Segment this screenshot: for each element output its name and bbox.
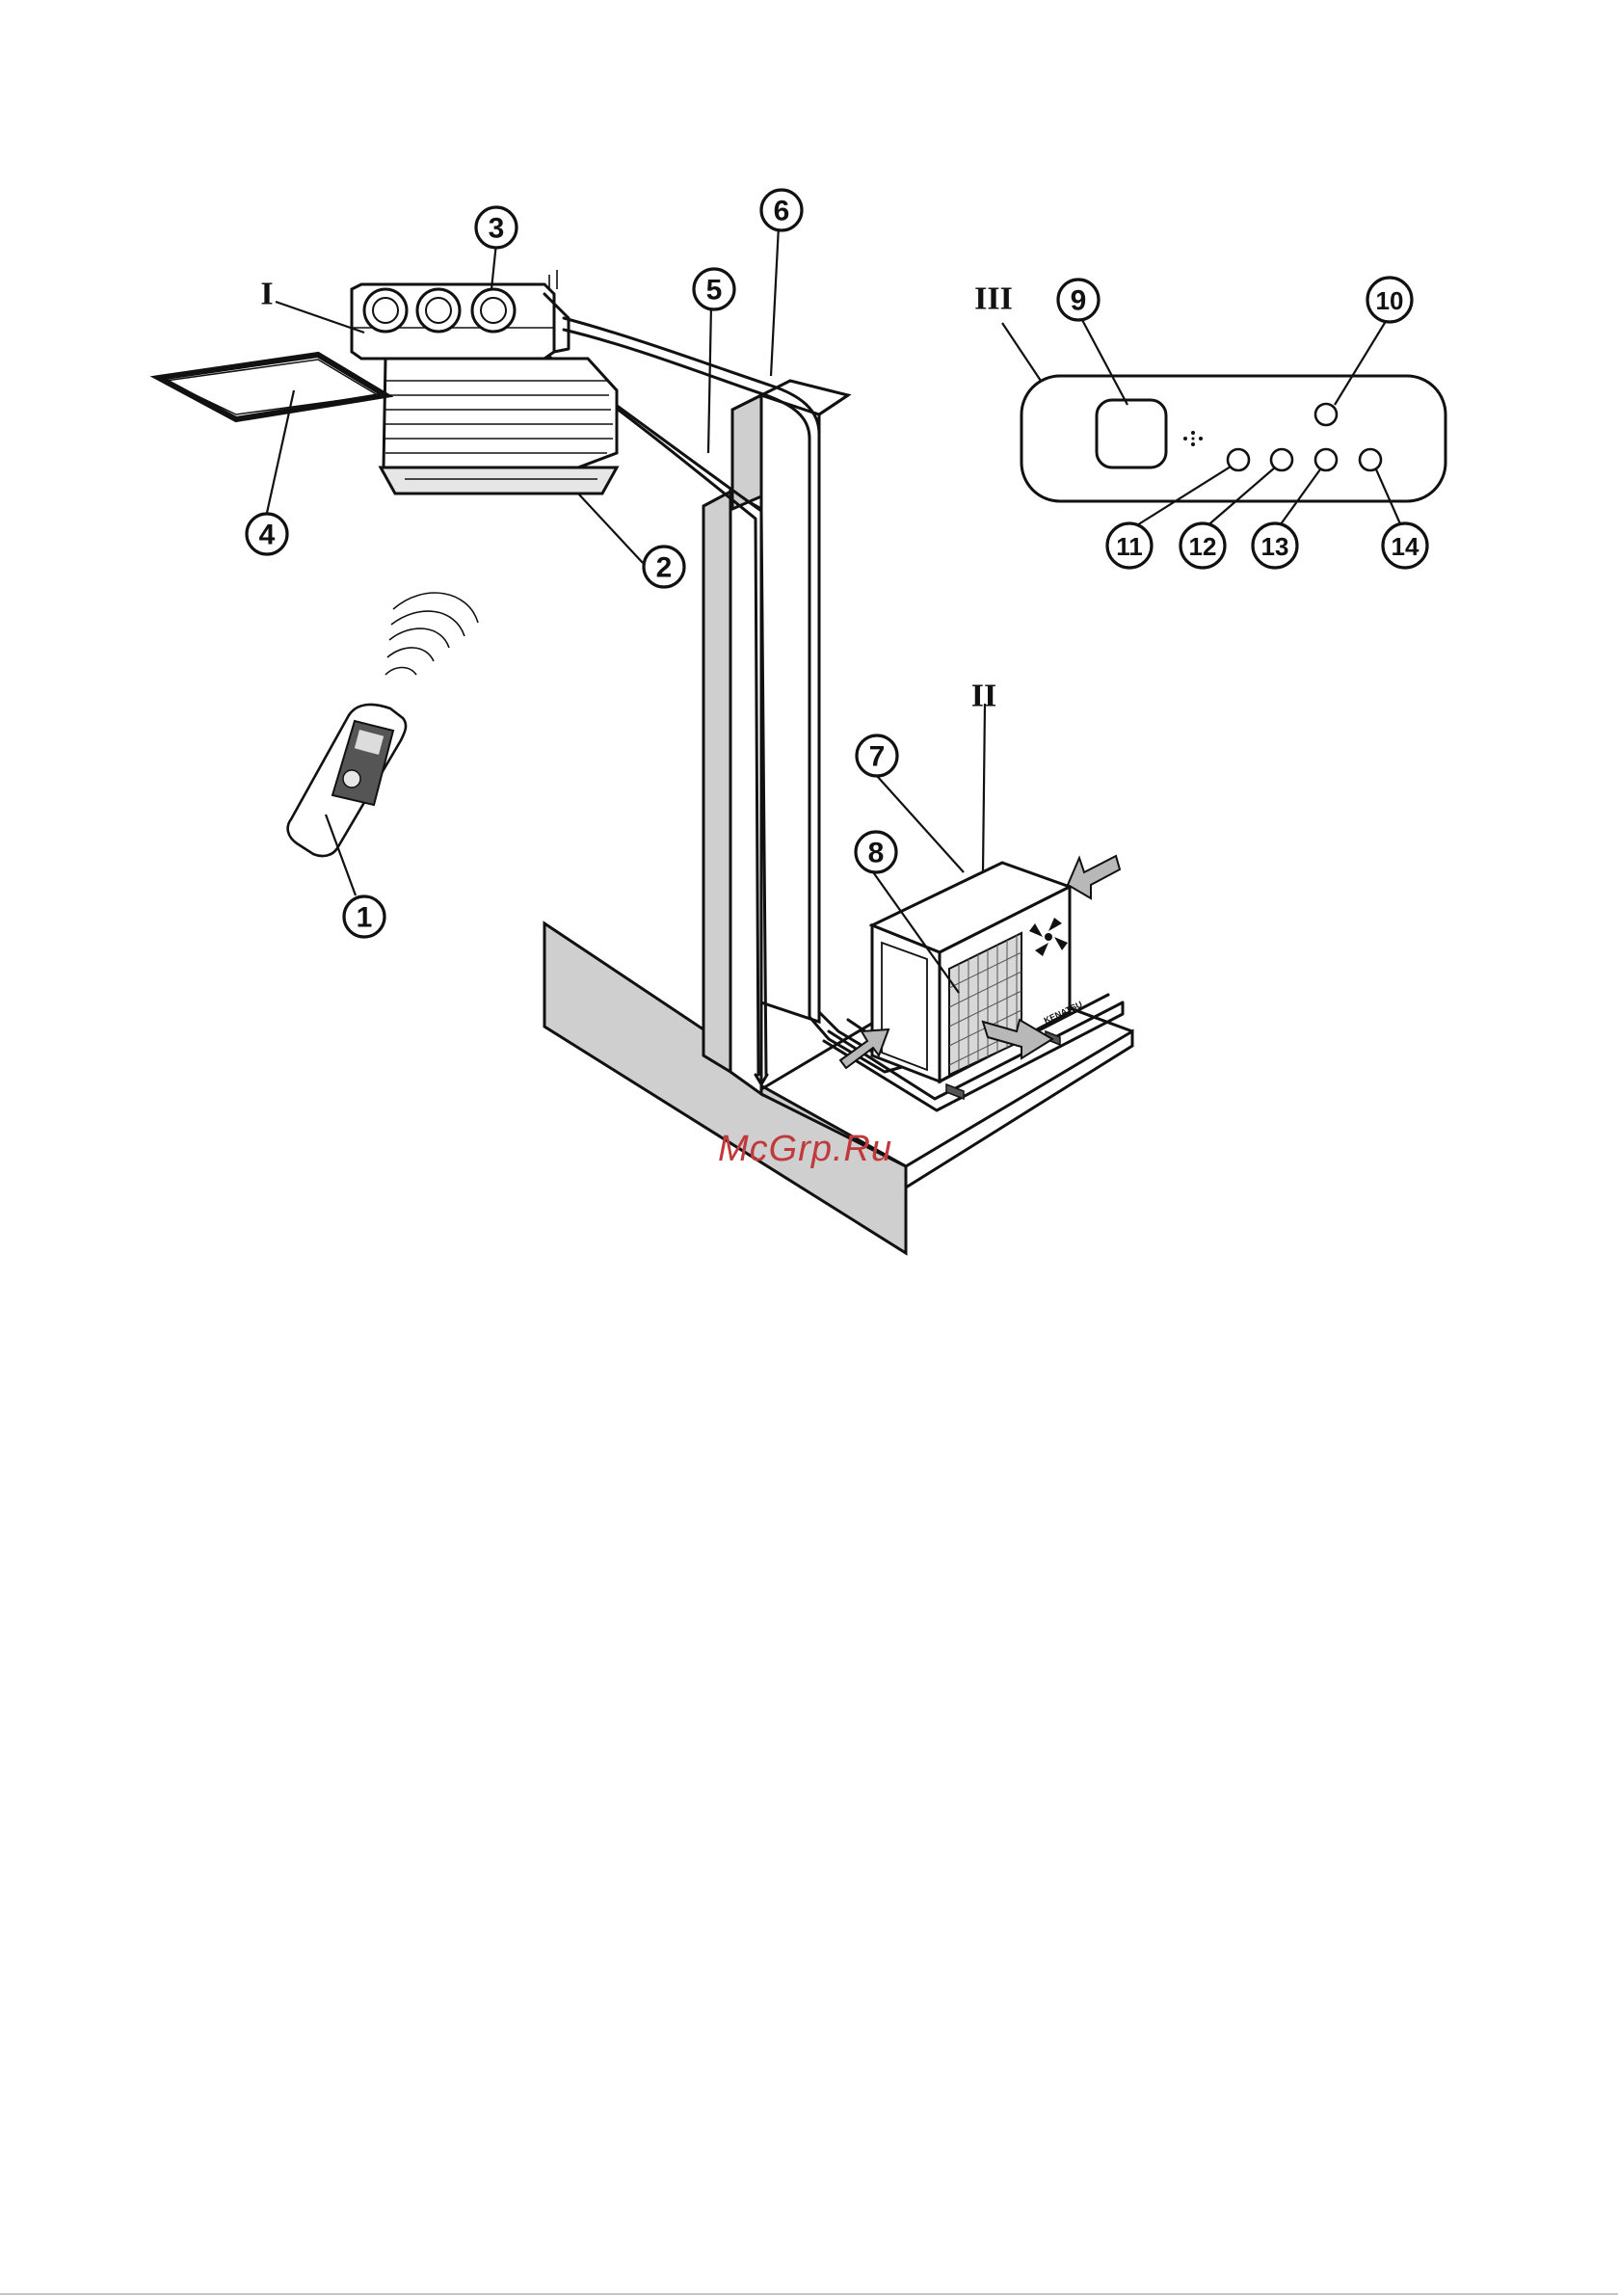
outdoor-unit-icon: KENATSU bbox=[872, 863, 1084, 1099]
callout-10: 10 bbox=[1367, 278, 1412, 322]
callout-7: 7 bbox=[857, 735, 897, 776]
callout-7-label: 7 bbox=[869, 741, 886, 773]
callout-13: 13 bbox=[1253, 523, 1297, 568]
callout-2-label: 2 bbox=[656, 552, 673, 584]
decorative-panel bbox=[159, 355, 385, 419]
callout-6: 6 bbox=[761, 190, 802, 230]
indicator-10 bbox=[1315, 404, 1337, 425]
watermark: McGrp.Ru bbox=[718, 1129, 892, 1169]
callout-9-label: 9 bbox=[1071, 285, 1087, 317]
remote-control-icon bbox=[288, 593, 478, 856]
indicator-14 bbox=[1360, 449, 1381, 470]
callout-4-label: 4 bbox=[259, 520, 276, 551]
unit-label-panel: III bbox=[974, 281, 1013, 317]
indicator-13 bbox=[1315, 449, 1337, 470]
callout-6-label: 6 bbox=[774, 196, 790, 227]
callout-14-label: 14 bbox=[1392, 532, 1419, 561]
callout-13-label: 13 bbox=[1261, 532, 1289, 561]
building-wall bbox=[544, 381, 1132, 1253]
callout-2: 2 bbox=[644, 547, 684, 587]
callout-12: 12 bbox=[1180, 523, 1225, 568]
callout-1: 1 bbox=[344, 896, 385, 937]
callout-8: 8 bbox=[856, 832, 896, 872]
callout-4: 4 bbox=[247, 514, 287, 554]
callout-11: 11 bbox=[1107, 523, 1152, 568]
callout-10-label: 10 bbox=[1376, 286, 1404, 315]
unit-label-outdoor: II bbox=[971, 679, 996, 714]
callout-5: 5 bbox=[694, 269, 734, 309]
indoor-cassette-unit bbox=[352, 270, 617, 494]
callout-5-label: 5 bbox=[706, 275, 723, 307]
callout-11-label: 11 bbox=[1116, 532, 1143, 561]
callout-8-label: 8 bbox=[868, 838, 885, 869]
callout-14: 14 bbox=[1383, 523, 1427, 568]
callout-12-label: 12 bbox=[1189, 532, 1217, 561]
callout-9: 9 bbox=[1058, 280, 1099, 320]
callout-1-label: 1 bbox=[357, 902, 373, 934]
callout-3: 3 bbox=[476, 207, 517, 248]
callout-3-label: 3 bbox=[489, 213, 505, 245]
unit-label-indoor: I bbox=[260, 277, 273, 312]
